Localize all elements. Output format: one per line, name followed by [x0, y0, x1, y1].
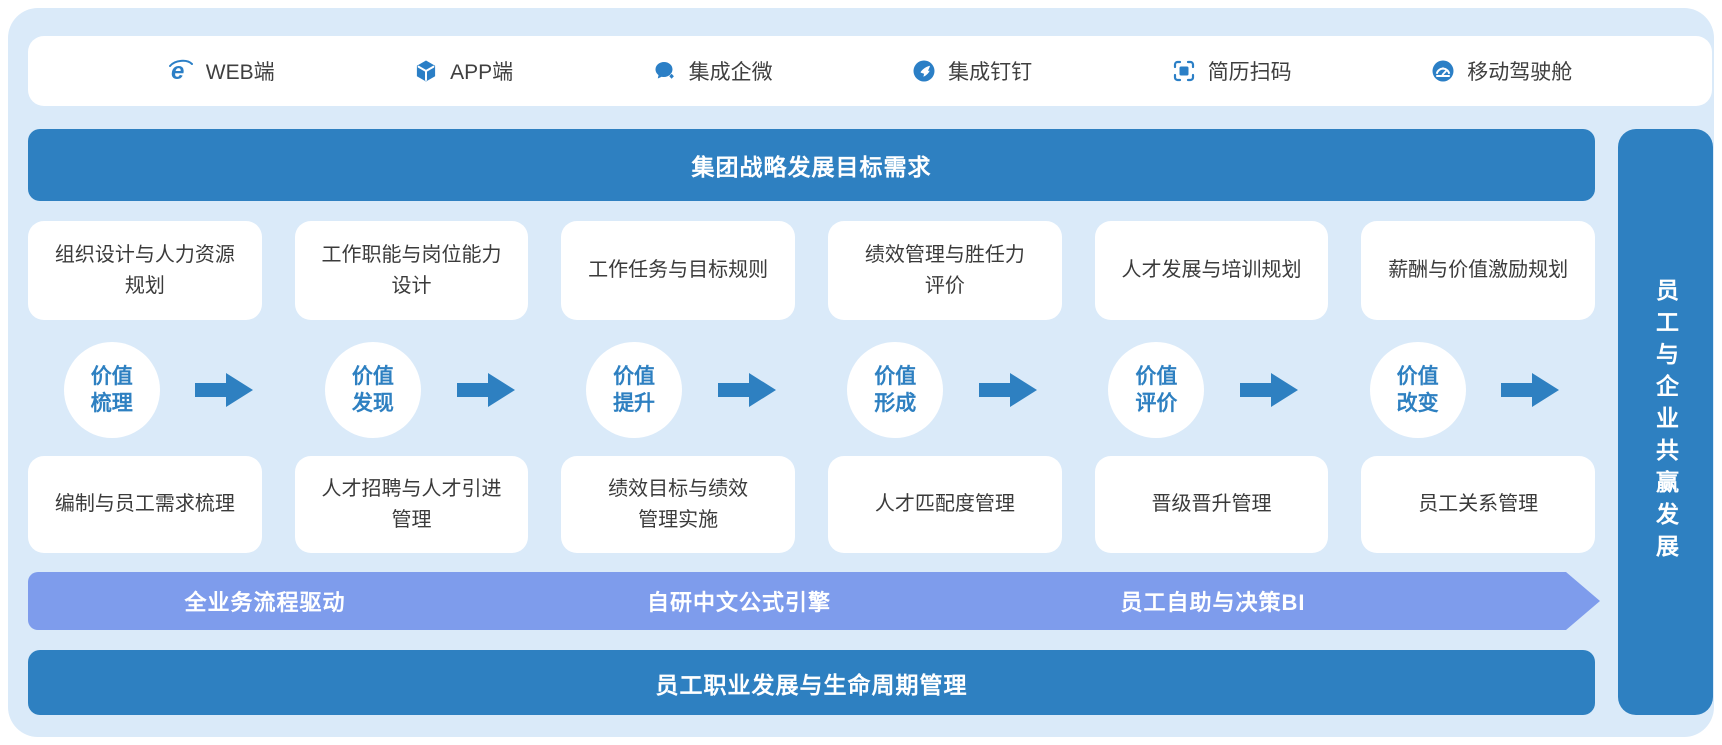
execution-card: 晋级晋升管理: [1094, 456, 1329, 553]
ie-browser-icon: e: [168, 58, 194, 84]
channel-label: WEB端: [205, 61, 275, 84]
value-chain-row: 价值梳理 价值发现 价值提升 价值形成 价值评价 价值改变: [28, 342, 1595, 438]
win-win-vertical-bar: 员工与企业共赢发展: [1618, 129, 1713, 715]
channel-label: 简历扫码: [1207, 61, 1292, 84]
channel-label: 移动驾驶舱: [1467, 61, 1573, 84]
right-arrow-icon: [978, 371, 1037, 409]
right-arrow-icon: [195, 371, 254, 409]
channel-label: APP端: [450, 61, 514, 84]
planning-card: 薪酬与价值激励规划: [1361, 221, 1596, 320]
execution-card: 员工关系管理: [1361, 456, 1596, 553]
value-step-circle: 价值形成: [847, 342, 944, 438]
right-arrow-icon: [1240, 371, 1299, 409]
value-step: 价值发现: [289, 342, 550, 438]
execution-card: 人才匹配度管理: [828, 456, 1062, 553]
wecom-chat-icon: [653, 59, 677, 83]
right-arrow-icon: [1501, 371, 1560, 409]
dashboard-gauge-icon: [1431, 59, 1455, 83]
planning-cards-row: 组织设计与人力资源规划 工作职能与岗位能力设计 工作任务与目标规则 绩效管理与胜…: [28, 221, 1596, 320]
channel-item-app: APP端: [414, 56, 513, 86]
strategy-banner: 集团战略发展目标需求: [28, 129, 1595, 201]
planning-card: 绩效管理与胜任力评价: [828, 221, 1062, 320]
execution-card: 绩效目标与绩效管理实施: [561, 456, 796, 553]
value-step-circle: 价值发现: [324, 342, 421, 438]
channel-label: 集成钉钉: [948, 61, 1033, 84]
channel-item-dingtalk: 集成钉钉: [912, 56, 1032, 86]
strategy-banner-label: 集团战略发展目标需求: [691, 154, 932, 180]
value-step-circle: 价值评价: [1108, 342, 1205, 438]
right-arrow-icon: [717, 371, 776, 409]
channel-item-wecom: 集成企微: [653, 56, 773, 86]
planning-card: 工作职能与岗位能力设计: [294, 221, 529, 320]
channel-item-mobile-cockpit: 移动驾驶舱: [1431, 56, 1572, 86]
value-step: 价值形成: [812, 342, 1073, 438]
planning-card: 组织设计与人力资源规划: [28, 221, 262, 320]
engine-banner: 全业务流程驱动 自研中文公式引擎 员工自助与决策BI: [28, 572, 1600, 630]
value-step: 价值梳理: [28, 342, 289, 438]
value-step-circle: 价值改变: [1369, 342, 1466, 438]
lifecycle-banner: 员工职业发展与生命周期管理: [28, 650, 1595, 715]
app-cube-icon: [414, 59, 438, 83]
lifecycle-banner-label: 员工职业发展与生命周期管理: [655, 671, 968, 698]
engine-banner-item: 员工自助与决策BI: [1120, 590, 1306, 615]
engine-banner-item: 自研中文公式引擎: [646, 590, 831, 615]
value-step: 价值评价: [1073, 342, 1334, 438]
value-step-circle: 价值提升: [586, 342, 683, 438]
win-win-label: 员工与企业共赢发展: [1652, 278, 1679, 566]
engine-banner-item: 全业务流程驱动: [184, 590, 346, 615]
channel-item-resume-scan: 简历扫码: [1172, 56, 1292, 86]
dingtalk-icon: [912, 59, 936, 83]
diagram-canvas: e WEB端 APP端 集成企微 集成钉钉 简历扫码: [8, 8, 1714, 737]
channel-label: 集成企微: [688, 61, 773, 84]
value-step-circle: 价值梳理: [63, 342, 160, 438]
svg-text:e: e: [171, 58, 184, 84]
planning-card: 工作任务与目标规则: [561, 221, 796, 320]
scan-qr-icon: [1172, 59, 1196, 83]
value-step: 价值改变: [1334, 342, 1595, 438]
execution-card: 编制与员工需求梳理: [28, 456, 262, 553]
planning-card: 人才发展与培训规划: [1094, 221, 1329, 320]
channel-item-web: e WEB端: [168, 56, 275, 86]
execution-card: 人才招聘与人才引进管理: [294, 456, 529, 553]
value-step: 价值提升: [550, 342, 811, 438]
access-channel-bar: e WEB端 APP端 集成企微 集成钉钉 简历扫码: [28, 36, 1712, 106]
execution-cards-row: 编制与员工需求梳理 人才招聘与人才引进管理 绩效目标与绩效管理实施 人才匹配度管…: [28, 456, 1596, 553]
right-arrow-icon: [456, 371, 515, 409]
